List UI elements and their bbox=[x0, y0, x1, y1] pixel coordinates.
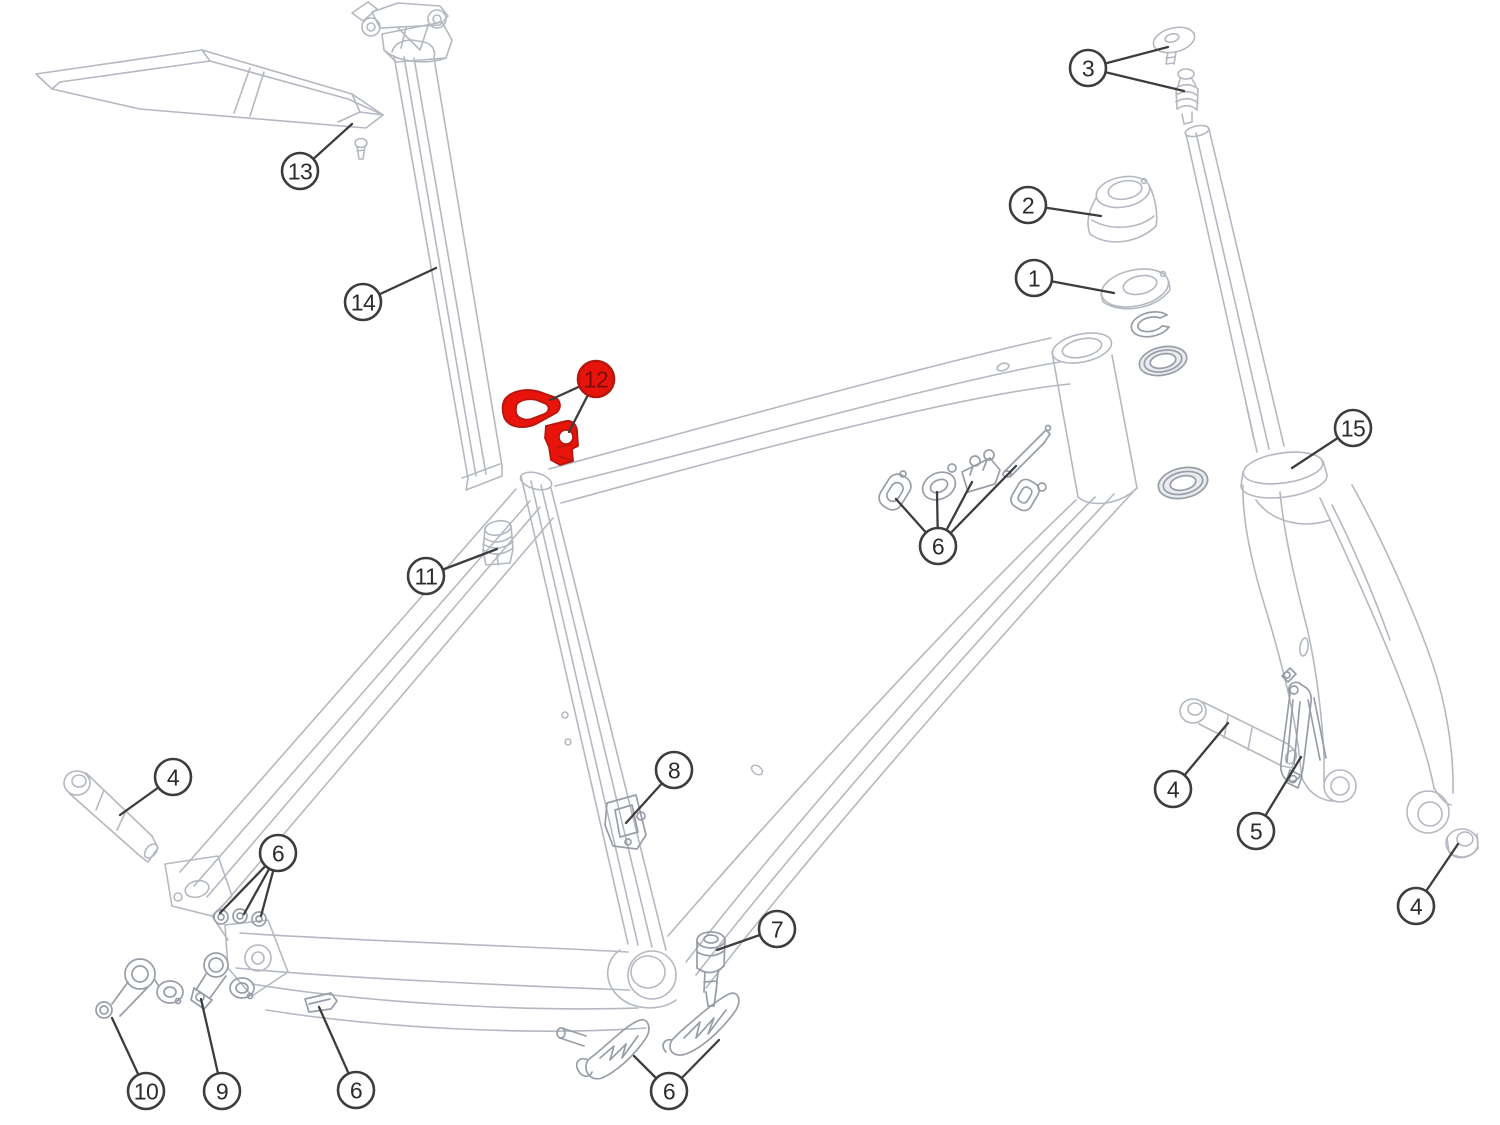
front-derailleur-mount-part bbox=[604, 794, 647, 850]
thru-axle-front-part bbox=[1179, 698, 1298, 769]
steerer-tube-part bbox=[1184, 124, 1285, 453]
callout-6-top-tube[interactable]: 6 bbox=[894, 464, 1018, 566]
callout-13-number: 13 bbox=[288, 158, 313, 184]
callout-3-number: 3 bbox=[1082, 55, 1094, 81]
derailleur-hanger-part-10 bbox=[95, 958, 184, 1019]
callout-5[interactable]: 5 bbox=[1236, 755, 1303, 851]
callout-12-bubble[interactable] bbox=[576, 359, 616, 399]
saddle-cover-screw bbox=[354, 137, 368, 160]
callout-4-axle-nut-bubble[interactable] bbox=[1396, 886, 1436, 926]
callout-4-front-axle-bubble[interactable] bbox=[1153, 769, 1193, 809]
callout-4-axle-nut-number: 4 bbox=[1410, 893, 1423, 919]
callout-11-bubble[interactable] bbox=[406, 556, 446, 596]
callout-4-rear-axle[interactable]: 4 bbox=[118, 757, 193, 817]
seat-clamp-plate-slot bbox=[515, 398, 550, 421]
callout-14-number: 14 bbox=[351, 289, 376, 315]
callout-2-number: 2 bbox=[1022, 192, 1034, 218]
callout-2[interactable]: 2 bbox=[1008, 185, 1103, 225]
callout-12[interactable]: 12 bbox=[548, 359, 616, 434]
callout-13-bubble[interactable] bbox=[280, 151, 320, 191]
frame-part bbox=[164, 332, 1138, 1032]
callout-4-rear-axle-number: 4 bbox=[167, 764, 180, 790]
seat-clamp-wedge-bore bbox=[558, 429, 574, 445]
callout-10-bubble[interactable] bbox=[126, 1071, 166, 1111]
callout-4-front-axle[interactable]: 4 bbox=[1153, 721, 1230, 809]
callout-10[interactable]: 10 bbox=[110, 1016, 166, 1111]
fork-part bbox=[1240, 451, 1454, 834]
grommet-clip bbox=[1010, 478, 1040, 512]
callout-11-number: 11 bbox=[415, 563, 438, 589]
callout-6-top-tube-bubble[interactable] bbox=[918, 526, 958, 566]
callout-3-bubble[interactable] bbox=[1068, 48, 1108, 88]
chainstay-guide-parts bbox=[556, 992, 740, 1080]
callout-14[interactable]: 14 bbox=[343, 266, 438, 322]
callout-5-bubble[interactable] bbox=[1236, 811, 1276, 851]
callout-6-chainstay-guides-number: 6 bbox=[663, 1078, 675, 1104]
saddle-cover-part bbox=[35, 49, 384, 129]
callout-4-axle-nut[interactable]: 4 bbox=[1396, 842, 1460, 926]
downtube-guide-wedge-part bbox=[304, 992, 338, 1013]
callout-9-number: 9 bbox=[216, 1078, 228, 1104]
rear-dropout-grommet-parts bbox=[213, 908, 267, 927]
headset-compression-ring-part bbox=[1130, 311, 1170, 338]
seatpost-part bbox=[391, 39, 503, 491]
callout-15-number: 15 bbox=[1341, 415, 1366, 441]
seatpost-expander-plug-part bbox=[482, 519, 514, 566]
artwork-layer bbox=[35, 1, 1479, 1080]
callout-10-number: 10 bbox=[134, 1078, 159, 1104]
callout-1-number: 1 bbox=[1028, 265, 1040, 291]
seatpost-clamp-head-part bbox=[351, 1, 453, 63]
thru-axle-rear-part bbox=[63, 770, 159, 863]
cable-grommet-parts-top bbox=[878, 424, 1052, 512]
callout-8[interactable]: 8 bbox=[624, 750, 694, 825]
callout-6-downtube-guide[interactable]: 6 bbox=[317, 1005, 376, 1110]
callout-14-bubble[interactable] bbox=[343, 282, 383, 322]
axle-nut-part bbox=[1445, 828, 1479, 859]
callout-4-rear-axle-bubble[interactable] bbox=[153, 757, 193, 797]
callout-7-bubble[interactable] bbox=[757, 909, 797, 949]
headset-top-cover-part bbox=[1100, 268, 1171, 310]
headset-expander-spring-part bbox=[1175, 68, 1199, 125]
callout-7-number: 7 bbox=[771, 916, 783, 942]
callout-6-downtube-guide-number: 6 bbox=[350, 1077, 362, 1103]
callout-6-top-tube-number: 6 bbox=[932, 533, 944, 559]
callout-layer: 13 14 12 11 3 2 1 15 6 4 6 10 9 6 8 7 6 4 5 4 bbox=[110, 45, 1460, 1111]
callout-12-number: 12 bbox=[584, 366, 609, 392]
callout-6-dropout-number: 6 bbox=[272, 840, 284, 866]
callout-8-bubble[interactable] bbox=[654, 750, 694, 790]
callout-2-bubble[interactable] bbox=[1008, 185, 1048, 225]
callout-3[interactable]: 3 bbox=[1068, 45, 1186, 93]
callout-15-bubble[interactable] bbox=[1333, 408, 1373, 448]
seat-clamp-highlighted-parts bbox=[501, 389, 579, 466]
callout-4-front-axle-number: 4 bbox=[1167, 776, 1180, 802]
callout-6-chainstay-guides-bubble[interactable] bbox=[649, 1071, 689, 1111]
callout-8-number: 8 bbox=[668, 757, 680, 783]
callout-13[interactable]: 13 bbox=[280, 122, 354, 191]
headset-top-cap-part bbox=[1152, 26, 1196, 65]
headset-upper-bearing-part bbox=[1138, 345, 1188, 377]
callout-6-dropout[interactable]: 6 bbox=[218, 833, 298, 918]
grommet-capsule bbox=[878, 473, 912, 511]
headset-lower-bearing-part bbox=[1157, 466, 1209, 500]
callout-6-downtube-guide-bubble[interactable] bbox=[336, 1070, 376, 1110]
callout-15[interactable]: 15 bbox=[1290, 408, 1373, 470]
callout-9-bubble[interactable] bbox=[202, 1071, 242, 1111]
headset-cone-spacer-part bbox=[1087, 175, 1158, 243]
callout-1[interactable]: 1 bbox=[1014, 258, 1116, 298]
callout-5-number: 5 bbox=[1250, 818, 1262, 844]
callout-11[interactable]: 11 bbox=[406, 547, 499, 596]
callout-6-dropout-bubble[interactable] bbox=[258, 833, 298, 873]
callout-1-bubble[interactable] bbox=[1014, 258, 1054, 298]
callout-9[interactable]: 9 bbox=[199, 997, 242, 1111]
brake-mount-bracket-part bbox=[1279, 667, 1327, 789]
callout-7[interactable]: 7 bbox=[715, 909, 797, 952]
callout-6-chainstay-guides[interactable]: 6 bbox=[632, 1038, 721, 1111]
